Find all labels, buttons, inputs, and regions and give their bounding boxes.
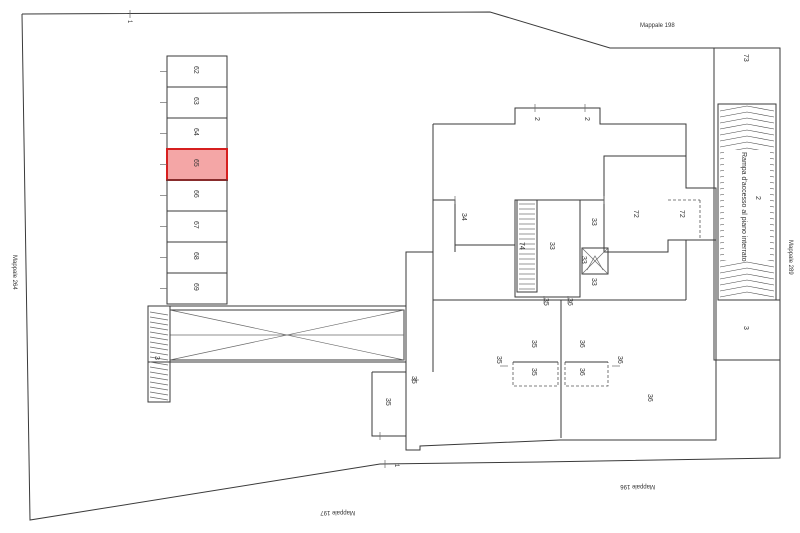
parking-column: 62 63 64 65 66 67 68 69	[160, 55, 228, 305]
room-72-outline	[580, 155, 687, 201]
ramp-hatch-line	[719, 111, 775, 118]
cellar-35-dashed	[512, 362, 559, 387]
ramp-zone	[713, 47, 781, 361]
ramp-number: 2	[754, 196, 761, 200]
ramp-hatch-line	[719, 123, 775, 130]
stair-step	[149, 326, 169, 331]
neighbor-bottom-left-label: Mappale 197	[320, 509, 355, 515]
label-33d: 33	[590, 278, 597, 286]
boundary-mark-top: 1	[126, 20, 132, 24]
stair-step	[149, 361, 169, 366]
label-33a: 33	[548, 242, 555, 250]
stair-step	[149, 316, 169, 321]
stair-step	[149, 371, 169, 376]
core-stair	[516, 199, 538, 293]
lift-shaft	[581, 247, 609, 275]
stair-step	[149, 346, 169, 351]
label-36b: 36	[578, 340, 585, 348]
ramp-label: Rampa d'accesso al piano interrato	[740, 152, 747, 262]
label-34: 34	[460, 213, 467, 221]
label-33b: 33	[590, 218, 597, 226]
stair-step	[149, 391, 169, 396]
ramp-hatch-line	[719, 141, 775, 148]
ramp-hatch-line	[719, 261, 775, 268]
stair-step	[149, 336, 169, 341]
core-outline	[454, 199, 581, 298]
ramp-hatch-line	[719, 129, 775, 136]
ramp-bottom-label: 3	[742, 326, 749, 330]
parking-space-label: 67	[192, 221, 199, 229]
left-stair	[147, 305, 171, 403]
label-36d: 36	[578, 368, 585, 376]
lift-arrow	[586, 255, 604, 271]
neighbor-top-label: Mappale 198	[640, 23, 675, 29]
annex-outline	[371, 372, 406, 437]
stair-step	[149, 331, 169, 336]
stair-step	[149, 321, 169, 326]
label-35c: 35	[495, 356, 502, 364]
parking-space-label: 63	[192, 97, 199, 105]
label-2a: 2	[533, 117, 540, 121]
building-outline	[405, 107, 717, 451]
ramp-hatch-line	[719, 291, 775, 298]
label-72b: 72	[678, 210, 685, 218]
label-35f: 35	[384, 398, 391, 406]
parking-space-label: 62	[192, 66, 199, 74]
stair-step	[149, 376, 169, 381]
label-35b: 35	[530, 340, 537, 348]
ramp-hatch-line	[719, 117, 775, 124]
stair-step	[149, 381, 169, 386]
parking-space-label: 66	[192, 190, 199, 198]
access-slab-outer	[147, 305, 407, 363]
parking-space-label: 68	[192, 252, 199, 260]
label-35d: 35	[530, 368, 537, 376]
ramp-hatch-line	[719, 279, 775, 286]
ramp-label-bg	[724, 150, 770, 260]
ramp-hatch-line	[719, 267, 775, 274]
boundary-mark-bottom: 1	[393, 464, 399, 468]
stair-step	[149, 366, 169, 371]
label-72a: 72	[632, 210, 639, 218]
stair-step	[149, 351, 169, 356]
ramp-top-label: 73	[742, 54, 749, 62]
cellar-36-dashed	[564, 362, 609, 387]
neighbor-right-label: Mappale 289	[787, 240, 793, 275]
stair-step	[149, 341, 169, 346]
label-33c: 33	[580, 256, 587, 264]
ramp-hatch-line	[719, 273, 775, 280]
stair-left-label: 3	[153, 356, 160, 360]
parking-space-label: 64	[192, 128, 199, 136]
label-36a: 36	[566, 298, 573, 306]
neighbor-left-label: Mappale 264	[11, 255, 17, 290]
label-36e: 36	[646, 394, 653, 402]
stair-step	[149, 386, 169, 391]
ramp-hatch-line	[719, 105, 775, 112]
neighbor-bottom-right-label: Mappale 196	[620, 483, 655, 489]
parking-space-label: 69	[192, 283, 199, 291]
label-35a: 35	[542, 298, 549, 306]
label-2b: 2	[583, 117, 590, 121]
stair-step	[149, 311, 169, 316]
lift-cross	[581, 247, 609, 275]
ramp-hatch-line	[719, 135, 775, 142]
inner-wall	[433, 199, 456, 252]
property-boundary	[21, 11, 781, 521]
stair-step	[149, 396, 169, 401]
parking-space-label: 65	[192, 159, 199, 167]
ramp-hatch-line	[719, 285, 775, 292]
room-72-lower	[603, 200, 716, 253]
annex-outline	[372, 371, 407, 450]
stair-step	[149, 356, 169, 361]
label-36c: 36	[616, 356, 623, 364]
label-74: 74	[518, 242, 525, 250]
